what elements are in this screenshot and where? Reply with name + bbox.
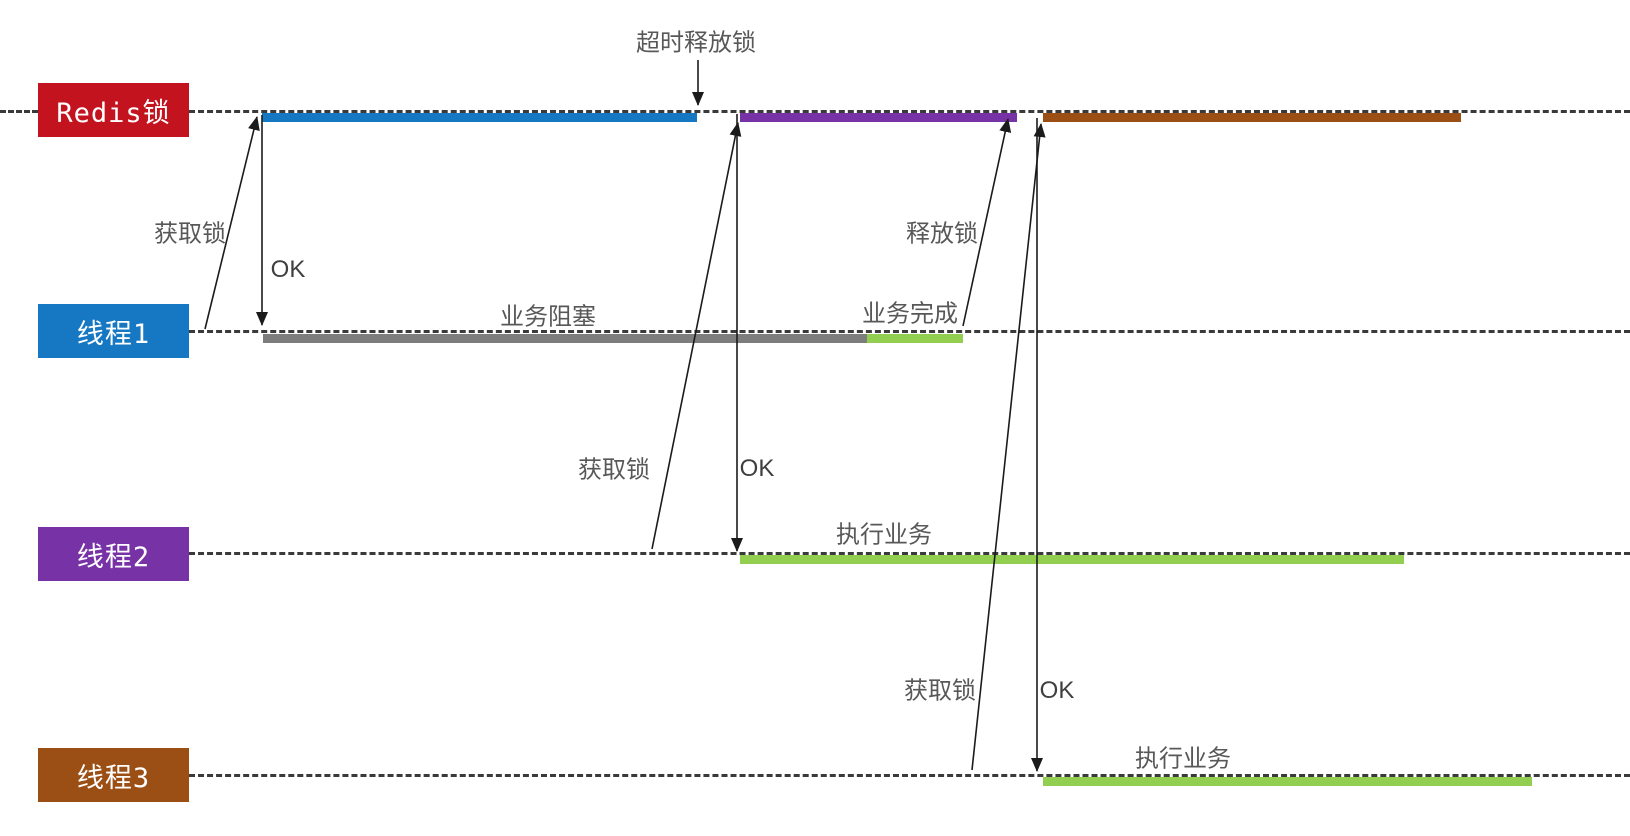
bar-lock-held-by-thread1 <box>262 113 697 122</box>
annotation-thread3-execute-business: 执行业务 <box>1135 745 1231 773</box>
bar-thread1-business-complete <box>867 334 963 343</box>
lane-box-thread2: 线程2 <box>38 527 189 581</box>
annotation-thread2-execute-business: 执行业务 <box>836 521 932 549</box>
bar-thread3-execute-business <box>1043 777 1532 786</box>
annotation-release-lock: 释放锁 <box>906 220 978 248</box>
annotation-thread3-acquire-lock: 获取锁 <box>904 677 976 705</box>
annotation-thread2-acquire-lock: 获取锁 <box>578 456 650 484</box>
annotation-timeout-release-lock: 超时释放锁 <box>636 29 756 57</box>
annotation-business-blocked: 业务阻塞 <box>500 303 596 331</box>
redis-lock-lane-line-left-stub <box>0 110 38 113</box>
annotation-thread2-ok: OK <box>739 455 775 482</box>
thread3-acquire-arrow <box>971 123 1046 771</box>
thread1-lane-line <box>189 330 1630 333</box>
annotation-thread3-ok: OK <box>1039 677 1075 704</box>
lane-box-redis-lock: Redis锁 <box>38 83 189 137</box>
lane-box-thread3: 线程3 <box>38 748 189 802</box>
bar-lock-held-by-thread2 <box>740 113 1017 122</box>
annotation-business-complete: 业务完成 <box>862 300 958 328</box>
thread3-lane-line <box>189 774 1630 777</box>
bar-thread2-execute-business <box>740 555 1404 564</box>
annotation-thread1-ok: OK <box>270 256 306 283</box>
thread2-lane-line <box>189 552 1630 555</box>
lane-box-thread1: 线程1 <box>38 304 189 358</box>
bar-lock-held-by-thread3 <box>1043 113 1461 122</box>
bar-thread1-business-blocked <box>263 334 867 343</box>
annotation-thread1-acquire-lock: 获取锁 <box>154 220 226 248</box>
redis-lock-lane-line <box>189 110 1630 113</box>
